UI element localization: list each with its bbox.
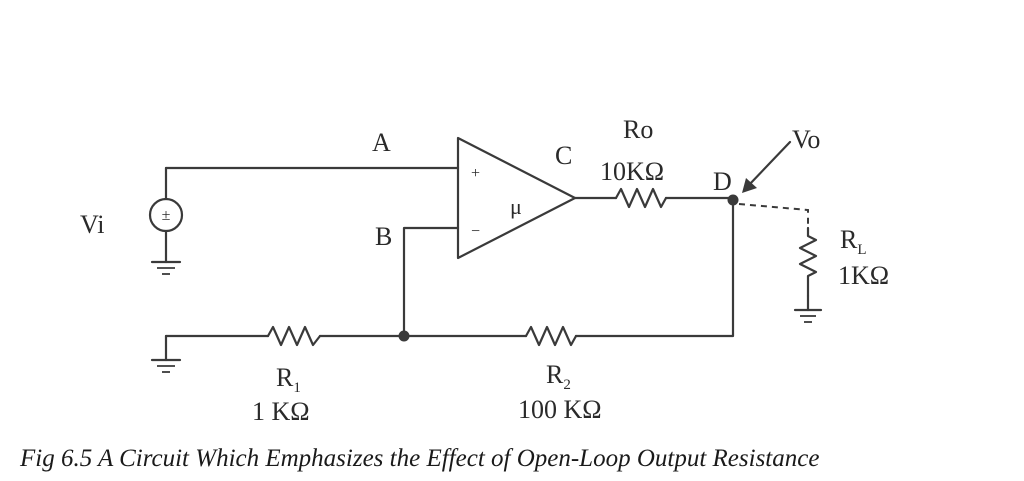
label-r1-value: 1 KΩ [252,397,310,426]
label-r1-name: R1 [276,363,301,396]
label-rl-name: RL [840,225,867,258]
dashed-load-connection [738,203,809,228]
ground-symbol-source [150,260,182,275]
vo-arrow [742,140,792,193]
op-amp-plus-input: + [471,165,480,182]
label-r2-value: 100 KΩ [518,395,602,424]
label-node-d: D [713,167,732,196]
label-vo: Vo [792,125,820,154]
resistor-r1 [266,325,322,347]
label-r2-subscript: 2 [563,377,571,393]
resistor-rl [798,226,818,298]
figure-caption: Fig 6.5 A Circuit Which Emphasizes the E… [19,445,819,472]
op-amp-minus-input: − [471,223,480,240]
resistor-r2 [524,325,578,347]
source-polarity-symbol: ± [162,207,171,224]
ground-symbol-r1 [150,358,182,373]
label-r1-subscript: 1 [293,380,301,396]
label-node-b: B [375,222,392,251]
wire-feedback-right [574,198,735,338]
op-amp-gain-label: μ [510,194,522,219]
label-vi: Vi [80,210,104,239]
label-node-a: A [372,128,391,157]
ground-symbol-load [793,294,823,323]
wire-node-b [402,226,460,338]
op-amp [456,136,577,260]
label-r2-name: R2 [546,360,571,393]
label-ro-value: 10KΩ [600,157,664,186]
voltage-source-vi [148,166,184,264]
resistor-ro [614,187,668,209]
label-rl-value: 1KΩ [838,261,889,290]
label-node-c: C [555,141,572,170]
label-rl-subscript: L [857,242,866,258]
label-ro-name: Ro [623,115,653,144]
